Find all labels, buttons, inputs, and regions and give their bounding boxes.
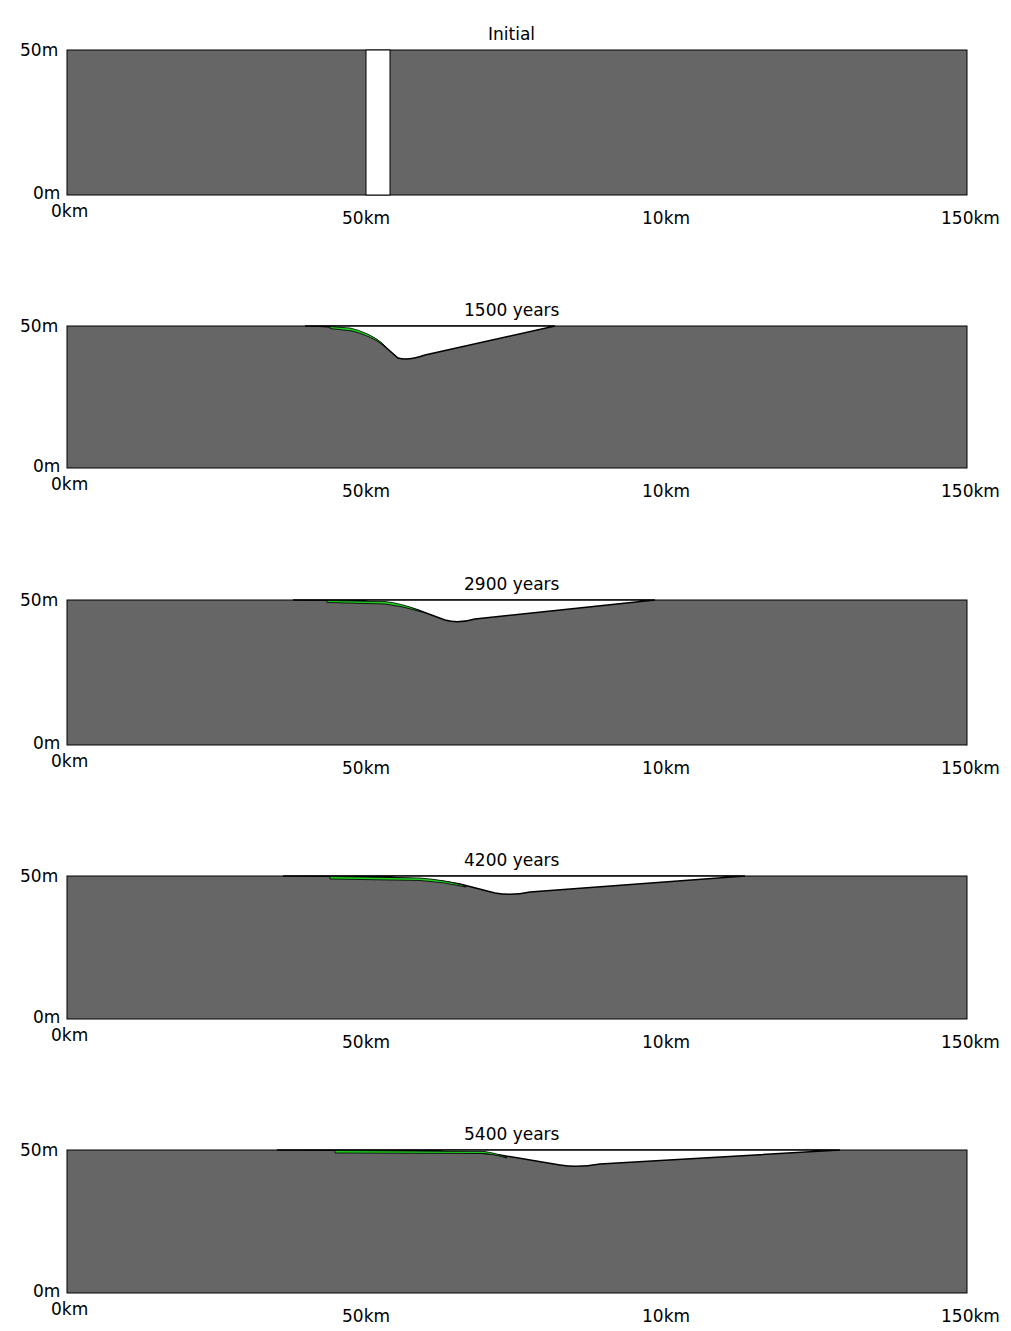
axis-label: 50m [20, 1142, 58, 1159]
axis-label: 0m [33, 458, 60, 475]
axis-label: 50m [20, 318, 58, 335]
panel-title: Initial [488, 26, 535, 43]
panel-title: 4200 years [464, 852, 559, 869]
axis-label: 0km [51, 753, 88, 770]
axis-label: 50km [342, 483, 390, 500]
axis-label: 50km [342, 760, 390, 777]
axis-label: 10km [642, 210, 690, 227]
panel-title: 1500 years [464, 302, 559, 319]
section-4200 [67, 876, 967, 1019]
axis-label: 0m [33, 1283, 60, 1300]
axis-label: 150km [941, 483, 1000, 500]
axis-label: 0km [51, 203, 88, 220]
panel-title: 2900 years [464, 576, 559, 593]
panel-title: 5400 years [464, 1126, 559, 1143]
axis-label: 10km [642, 760, 690, 777]
axis-label: 50m [20, 42, 58, 59]
axis-label: 50m [20, 592, 58, 609]
axis-label: 50km [342, 1034, 390, 1051]
axis-label: 50km [342, 1308, 390, 1325]
section-2900 [67, 600, 967, 745]
initial-section [67, 50, 967, 195]
axis-label: 0m [33, 735, 60, 752]
axis-label: 0m [33, 185, 60, 202]
axis-label: 0km [51, 1027, 88, 1044]
axis-label: 150km [941, 1034, 1000, 1051]
axis-label: 150km [941, 1308, 1000, 1325]
axis-label: 10km [642, 483, 690, 500]
axis-label: 50m [20, 868, 58, 885]
axis-label: 0m [33, 1009, 60, 1026]
section-5400 [67, 1150, 967, 1293]
axis-label: 50km [342, 210, 390, 227]
axis-label: 0km [51, 476, 88, 493]
axis-label: 10km [642, 1034, 690, 1051]
section-1500 [67, 326, 967, 468]
axis-label: 150km [941, 760, 1000, 777]
axis-label: 0km [51, 1301, 88, 1318]
axis-label: 150km [941, 210, 1000, 227]
axis-label: 10km [642, 1308, 690, 1325]
